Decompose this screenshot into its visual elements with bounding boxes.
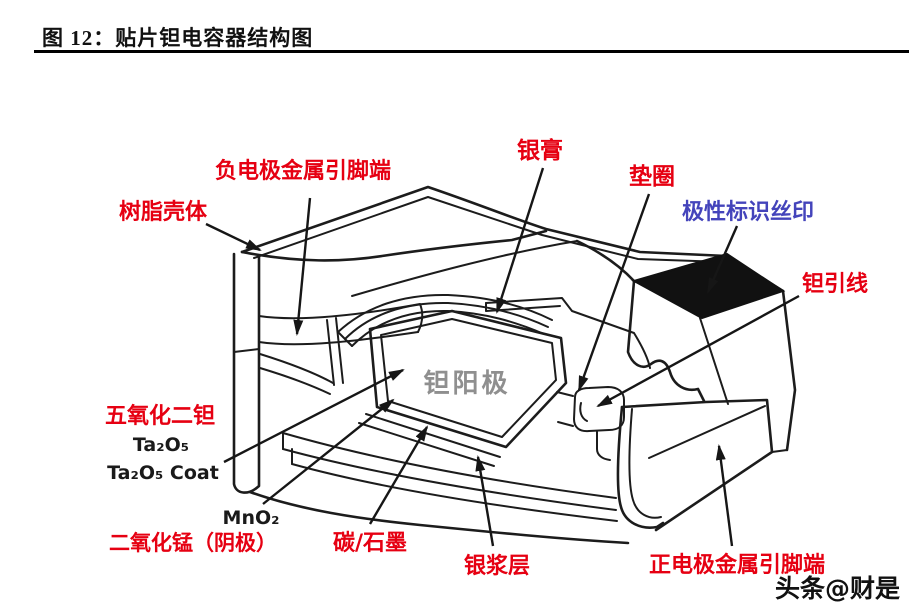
label-manganese-dioxide: 二氧化锰（阴极） <box>109 531 277 555</box>
arrow-silver-paste-layer <box>475 455 495 547</box>
arrow-washer <box>577 193 651 392</box>
arrow-resin-case <box>205 222 262 252</box>
label-negative-lead: 负电极金属引脚端 <box>215 158 391 184</box>
leader-arrows <box>205 167 800 547</box>
bottom-layer-plates <box>248 432 630 545</box>
label-positive-lead: 正电极金属引脚端 <box>649 552 825 578</box>
arrow-tantalum-wire <box>596 294 800 408</box>
positive-lead-bracket <box>616 398 774 532</box>
label-tantalum-pentoxide: 五氧化二钽 <box>105 403 215 429</box>
label-tantalum-wire: 钽引线 <box>802 271 868 297</box>
title-underline <box>34 50 909 53</box>
label-silver-paste-layer: 银浆层 <box>464 553 530 579</box>
label-ta2o5-coat: Ta₂O₅ Coat <box>107 462 219 484</box>
watermark: 头条@财是 <box>775 574 900 603</box>
label-carbon-graphite: 碳/石墨 <box>333 531 407 556</box>
arrow-polarity-mark <box>706 225 739 294</box>
label-polarity-mark: 极性标识丝印 <box>682 199 814 225</box>
polarity-mark-block <box>631 252 786 320</box>
arrow-carbon-graphite <box>368 425 429 525</box>
arrow-tantalum-pentoxide <box>223 368 405 464</box>
figure-title: 图 12：贴片钽电容器结构图 <box>42 26 314 50</box>
arrow-negative-lead <box>293 197 312 336</box>
arrow-positive-lead <box>715 444 734 547</box>
label-tantalum-anode: 钽阳极 <box>423 369 510 399</box>
label-silver-paste-top: 银膏 <box>517 137 563 164</box>
arrow-mno2 <box>262 398 395 505</box>
label-washer: 垫圈 <box>629 164 675 190</box>
case-right-face <box>626 279 788 453</box>
label-resin-case: 树脂壳体 <box>119 199 208 225</box>
label-mno2: MnO₂ <box>223 507 280 529</box>
resin-case-outline <box>232 185 797 494</box>
arrow-silver-paste-top <box>495 167 545 314</box>
label-ta2o5: Ta₂O₅ <box>133 434 189 456</box>
